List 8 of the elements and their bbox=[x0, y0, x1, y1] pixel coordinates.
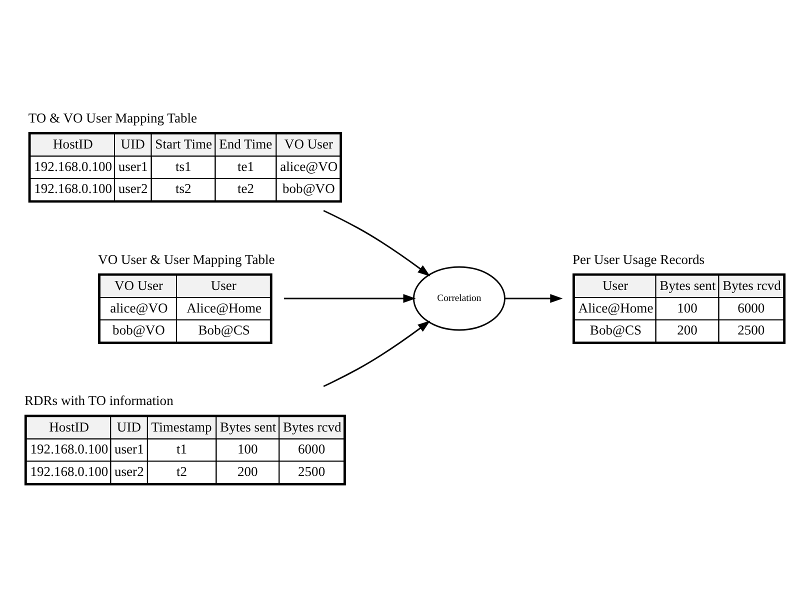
node-label: Per User Usage Records bbox=[572, 251, 705, 266]
node-label: VO User & User Mapping Table bbox=[98, 251, 275, 266]
arrow bbox=[323, 320, 430, 387]
arrow bbox=[504, 294, 563, 302]
node-label: RDRs with TO information bbox=[24, 392, 174, 408]
arrow bbox=[323, 209, 430, 276]
arrow bbox=[284, 294, 416, 302]
node-label: TO & VO User Mapping Table bbox=[28, 110, 198, 125]
